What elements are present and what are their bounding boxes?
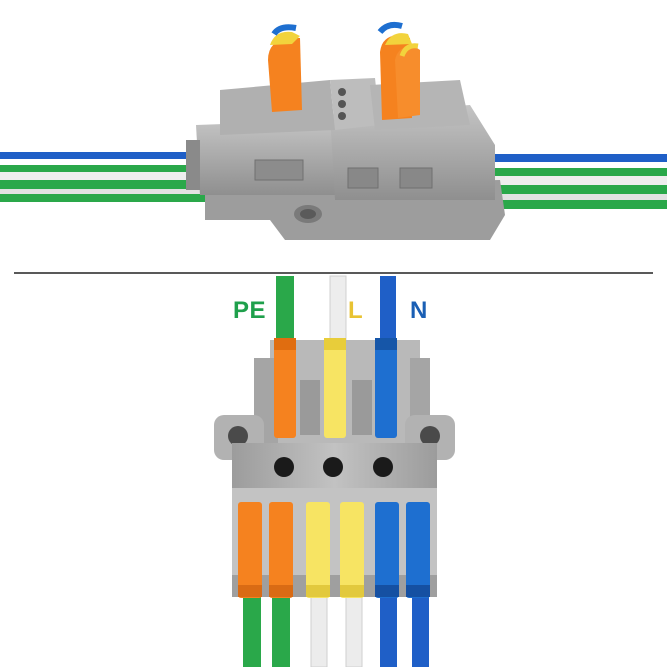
wire-green-left-1 [0, 165, 205, 172]
lever-yellow-1 [306, 502, 330, 598]
lever-orange-left [268, 38, 302, 112]
lever-yellow-l [324, 338, 346, 438]
wire-white-bottom-1 [310, 594, 328, 667]
wire-blue-top [380, 276, 396, 346]
wire-blue-left [0, 152, 205, 159]
wire-label-n: N [410, 297, 428, 324]
lever-blue-1 [375, 502, 399, 598]
wire-connector-side-view-icon [0, 21, 667, 240]
wire-blue-bottom-1 [380, 595, 397, 667]
wire-white-top [329, 275, 347, 347]
wire-white-bottom-2 [345, 594, 363, 667]
lever-orange-2 [269, 502, 293, 598]
wire-blue-right [490, 154, 667, 162]
wire-green-left-2 [0, 180, 205, 189]
wire-label-l: L [348, 297, 364, 324]
lever-blue-2 [406, 502, 430, 598]
lever-yellow-2 [340, 502, 364, 598]
lever-blue-n [375, 338, 397, 438]
wire-green-bottom-1 [243, 595, 261, 667]
wire-blue-bottom-2 [412, 595, 429, 667]
lever-orange-pe [274, 338, 296, 438]
lever-orange-1 [238, 502, 262, 598]
wire-green-top [276, 276, 294, 346]
wire-connector-top-view-icon [214, 275, 455, 667]
wire-green-bottom-2 [272, 595, 290, 667]
wire-white-left [0, 172, 205, 180]
wire-label-pe: PE [233, 297, 267, 324]
